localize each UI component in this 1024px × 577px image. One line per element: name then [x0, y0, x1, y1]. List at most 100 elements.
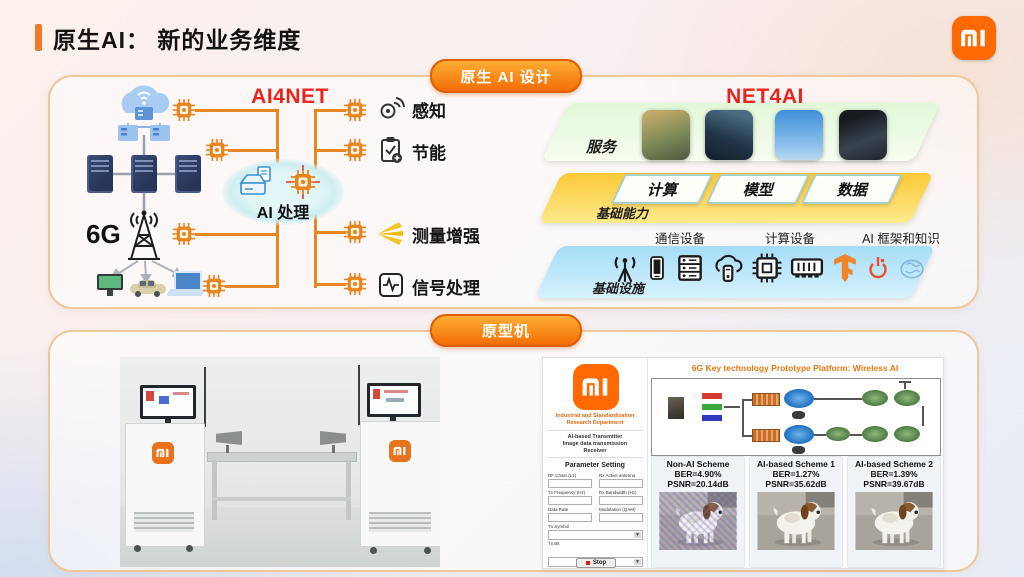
select-label: Tx Symbol — [548, 524, 570, 529]
flow-blue-bar — [702, 415, 722, 421]
server-tower-icon — [175, 155, 201, 193]
branch-line — [314, 283, 346, 286]
flow-rx-node — [862, 426, 888, 442]
flow-green-bar — [702, 404, 722, 410]
scheme-ber: BER=4.90% — [674, 469, 722, 479]
field-input[interactable] — [599, 479, 643, 488]
flow-tx-node — [784, 389, 814, 408]
monitor — [367, 383, 421, 417]
scheme-card: Non-AI Scheme BER=4.90% PSNR=20.14dB — [651, 456, 745, 568]
table — [207, 452, 357, 462]
page-title: 原生AI： 新的业务维度 — [53, 27, 302, 53]
field-input[interactable] — [548, 513, 592, 522]
ai-process-server-icon — [239, 166, 271, 195]
flow-speaker-icon — [792, 446, 805, 454]
car-device-icon — [130, 280, 166, 298]
monitor — [140, 385, 196, 419]
scheme-psnr: PSNR=35.62dB — [765, 479, 827, 489]
stop-button[interactable]: Stop — [576, 558, 616, 568]
capability-button-label: 数据 — [836, 181, 867, 199]
flow-rx-node — [894, 426, 920, 442]
chip-icon — [344, 99, 366, 121]
flow-source-image — [668, 397, 684, 419]
beam-icon — [378, 222, 403, 245]
laptop-device-icon — [165, 271, 207, 299]
app-diagram-title: 6G Key technology Prototype Platform: Wi… — [691, 363, 899, 373]
scheme-name: Non-AI Scheme — [666, 459, 730, 469]
infra-group-label: 计算设备 — [764, 232, 815, 246]
horn-antenna — [216, 431, 242, 445]
dog-image — [659, 492, 737, 550]
field-label: Rx Active antenna — [599, 473, 636, 478]
flow-tx-node — [784, 425, 814, 444]
caption-line: Receiver — [583, 448, 607, 454]
server-tower-icon — [87, 155, 113, 193]
chip-icon — [344, 221, 366, 243]
dropdown-arrow-icon: ▼ — [634, 559, 641, 565]
design-panel: AI4NET — [48, 75, 979, 309]
scheme-name: AI-based Scheme 2 — [855, 459, 933, 469]
service-image-drones — [775, 110, 823, 160]
scheme-card: AI-based Scheme 2 BER=1.39% PSNR=39.67dB — [847, 456, 941, 568]
net4ai-title: NET4AI — [726, 85, 804, 108]
cloud-edge-icon — [715, 254, 743, 282]
dropdown-arrow-icon: ▼ — [634, 532, 641, 538]
cloud-servers-icon — [118, 85, 170, 141]
capability-button-compute: 计算 — [611, 174, 713, 204]
energy-checklist-icon — [381, 137, 402, 163]
title-accent-bar — [35, 24, 42, 51]
branch-line — [314, 231, 346, 234]
select-label: Tx Bit — [548, 541, 560, 546]
neural-brain-icon — [900, 259, 924, 279]
pytorch-icon — [869, 257, 887, 279]
scheme-ber: BER=1.39% — [870, 469, 918, 479]
ram-icon — [790, 258, 824, 278]
ai4net-title: AI4NET — [251, 85, 329, 108]
chip-icon — [203, 275, 225, 297]
flow-diagram — [651, 378, 941, 456]
branch-line — [228, 149, 279, 152]
flow-red-bar — [702, 393, 722, 399]
camera-device-icon — [97, 274, 123, 298]
waveform-icon — [379, 273, 403, 297]
mi-logo-icon — [389, 440, 411, 462]
mi-logo-icon — [952, 16, 996, 60]
chip-icon — [173, 99, 195, 121]
scheme-psnr: PSNR=20.14dB — [667, 479, 729, 489]
scheme-psnr: PSNR=39.67dB — [863, 479, 925, 489]
flow-encoder-block — [752, 429, 780, 442]
tensorflow-icon — [834, 253, 856, 283]
field-input[interactable] — [548, 479, 592, 488]
chip-icon — [344, 273, 366, 295]
field-input[interactable] — [548, 496, 592, 505]
branch-line — [314, 149, 346, 152]
infrastructure-layer-label: 基础设施 — [592, 281, 645, 296]
field-input[interactable] — [599, 513, 643, 522]
noise-overlay — [659, 492, 737, 550]
org-line: Research Department — [566, 420, 624, 426]
branch-line — [195, 109, 279, 112]
infrastructure-icons — [612, 252, 926, 284]
branch-line — [195, 233, 279, 236]
ai-process-chip-icon — [286, 165, 320, 199]
ai-process-bubble: AI 处理 — [222, 159, 344, 225]
mi-logo-icon — [573, 364, 619, 410]
function-label: 节能 — [412, 144, 446, 163]
flow-rx-node — [826, 427, 850, 441]
function-label: 信号处理 — [412, 279, 480, 298]
field-label: Rx Bandwidth (Hz) — [599, 490, 637, 495]
field-label: Tx Frequency (Hz) — [548, 490, 586, 495]
scheme-card: AI-based Scheme 1 BER=1.27% PSNR=35.62dB — [749, 456, 843, 568]
field-label: RF Chain (L1) — [548, 473, 577, 478]
caption-line: Image data transmission — [562, 441, 628, 447]
caption-line: AI-based Transmitter — [567, 434, 623, 440]
tx-symbol-select[interactable]: ▼ — [548, 530, 643, 540]
prototype-panel: Industrial and Standardization Research … — [48, 330, 979, 572]
stop-icon — [585, 561, 590, 565]
chip-icon — [206, 139, 228, 161]
service-image-city — [642, 110, 690, 160]
service-image-underwater — [705, 110, 753, 160]
mi-logo-icon — [152, 442, 174, 464]
field-input[interactable] — [599, 496, 643, 505]
